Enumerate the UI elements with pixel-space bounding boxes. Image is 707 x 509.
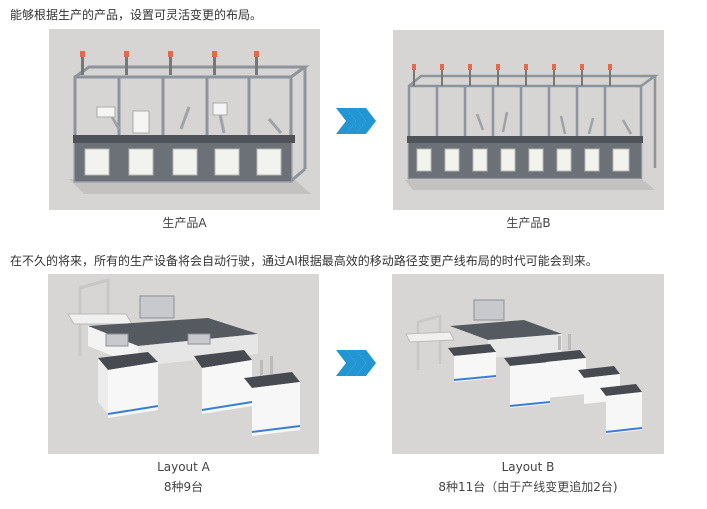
product-a-caption: 生产品A xyxy=(162,216,207,230)
product-a-image xyxy=(49,29,320,210)
layout-a-image xyxy=(48,274,319,454)
triple-chevron-arrow-icon xyxy=(336,108,376,134)
intro-text: 能够根据生产的产品，设置可灵活变更的布局。 xyxy=(10,8,263,22)
layout-a-subtitle: 8种9台 xyxy=(163,480,204,494)
layout-b-image xyxy=(392,274,664,454)
layout-a-title: Layout A xyxy=(157,460,210,474)
triple-chevron-arrow-icon xyxy=(336,350,376,376)
middle-text: 在不久的将来，所有的生产设备将会自动行驶，通过AI根据最高效的移动路径变更产线布… xyxy=(10,254,598,268)
product-b-image xyxy=(393,30,664,210)
product-b-caption: 生产品B xyxy=(506,216,551,230)
layout-b-subtitle: 8种11台（由于产线变更追加2台) xyxy=(438,480,618,494)
layout-b-title: Layout B xyxy=(501,460,555,474)
